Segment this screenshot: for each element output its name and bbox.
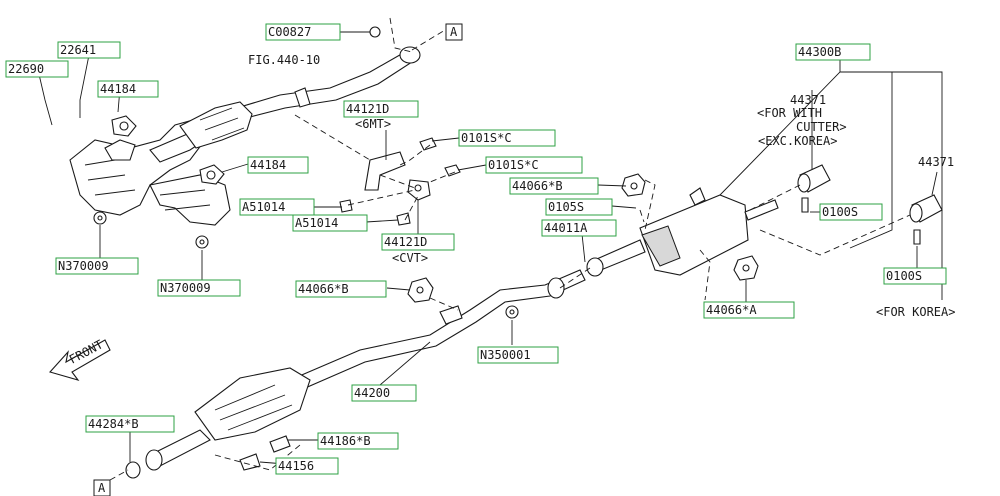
part-label-44121d-cvt: 44121D [381,233,455,251]
part-label-44184-mid: 44184 [247,156,309,174]
part-label-44300b: 44300B [795,43,871,61]
front-catalytic-converter [149,26,421,163]
exhaust-bracket [339,137,461,226]
section-marker-a-top: A [445,23,463,41]
dashed-connectors [109,17,911,481]
note-exc-korea: <EXC.KOREA> [758,134,837,148]
svg-text:44300B: 44300B [798,45,841,59]
svg-text:0105S: 0105S [548,200,584,214]
nut-n350001 [505,305,519,319]
svg-text:N370009: N370009 [58,259,109,273]
svg-text:0100S: 0100S [822,205,858,219]
center-pipe [289,269,586,393]
part-label-44066b-top: 44066*B [509,177,599,195]
figure-reference: FIG.440-10 [248,53,320,67]
svg-text:44186*B: 44186*B [320,434,371,448]
rubber-mount-44066b-left [407,277,434,303]
svg-text:22690: 22690 [8,62,44,76]
part-label-n370009-left: N370009 [55,257,139,275]
part-label-n350001: N350001 [477,346,559,364]
svg-text:44121D: 44121D [384,235,427,249]
part-label-0101sc-top: 0101S*C [458,129,556,147]
svg-text:A51014: A51014 [242,200,285,214]
svg-text:44011A: 44011A [544,221,588,235]
svg-text:44121D: 44121D [346,102,389,116]
nut-n370009-right [195,235,209,249]
svg-text:N350001: N350001 [480,348,531,362]
svg-text:N370009: N370009 [160,281,211,295]
note-cvt: <CVT> [392,251,428,265]
part-label-44066b-left: 44066*B [295,280,387,298]
note-for-with: <FOR WITH [757,106,822,120]
section-marker-a-bottom: A [93,479,111,496]
part-label-44156: 44156 [275,457,339,475]
note-for-korea: <FOR KOREA> [876,305,955,319]
svg-text:44184: 44184 [100,82,136,96]
svg-text:44066*A: 44066*A [706,303,757,317]
part-label-22641: 22641 [57,41,121,59]
part-label-0105s: 0105S [545,198,613,216]
part-label-22690: 22690 [5,60,69,78]
part-label-0100s-korea: 0100S [883,267,947,285]
rubber-mount-44066a [733,255,759,281]
part-label-0101sc-mid: 0101S*C [485,156,583,174]
part-number-44371-korea: 44371 [918,155,954,169]
svg-text:A51014: A51014 [295,216,338,230]
part-label-44011a: 44011A [541,219,617,237]
rubber-mount-44066b-top [621,173,646,197]
svg-text:44156: 44156 [278,459,314,473]
note-cutter: CUTTER> [796,120,847,134]
part-label-a51014-left: A51014 [239,198,315,216]
part-label-44186b: 44186*B [317,432,399,450]
svg-text:44200: 44200 [354,386,390,400]
svg-text:0100S: 0100S [886,269,922,283]
part-number-44371-exc-korea: 44371 [790,93,826,107]
part-label-0100s-top: 0100S [819,203,883,221]
svg-text:44066*B: 44066*B [512,179,563,193]
center-catalytic-converter [125,367,311,479]
svg-text:22641: 22641 [60,43,96,57]
svg-text:44184: 44184 [250,158,286,172]
svg-text:A: A [450,25,458,39]
svg-text:44066*B: 44066*B [298,282,349,296]
svg-text:0101S*C: 0101S*C [461,131,512,145]
leader-lines [37,31,943,467]
part-label-44121d-6mt: 44121D [343,100,419,118]
part-label-44066a: 44066*A [703,301,795,319]
svg-text:C00827: C00827 [268,25,311,39]
svg-text:A: A [98,481,106,495]
note-6mt: <6MT> [355,117,391,131]
part-label-a51014-right: A51014 [292,214,368,232]
svg-text:44284*B: 44284*B [88,417,139,431]
cutter-tip-korea [909,194,943,245]
part-label-44284b: 44284*B [85,415,175,433]
svg-text:0101S*C: 0101S*C [488,158,539,172]
front-arrow-icon [49,339,111,381]
part-label-44200: 44200 [351,384,417,402]
part-label-c00827: C00827 [265,23,341,41]
cutter-tip-exc-korea [797,164,831,213]
nut-n370009-left [93,211,107,225]
part-label-n370009-right: N370009 [157,279,241,297]
part-label-44184-top: 44184 [97,80,159,98]
